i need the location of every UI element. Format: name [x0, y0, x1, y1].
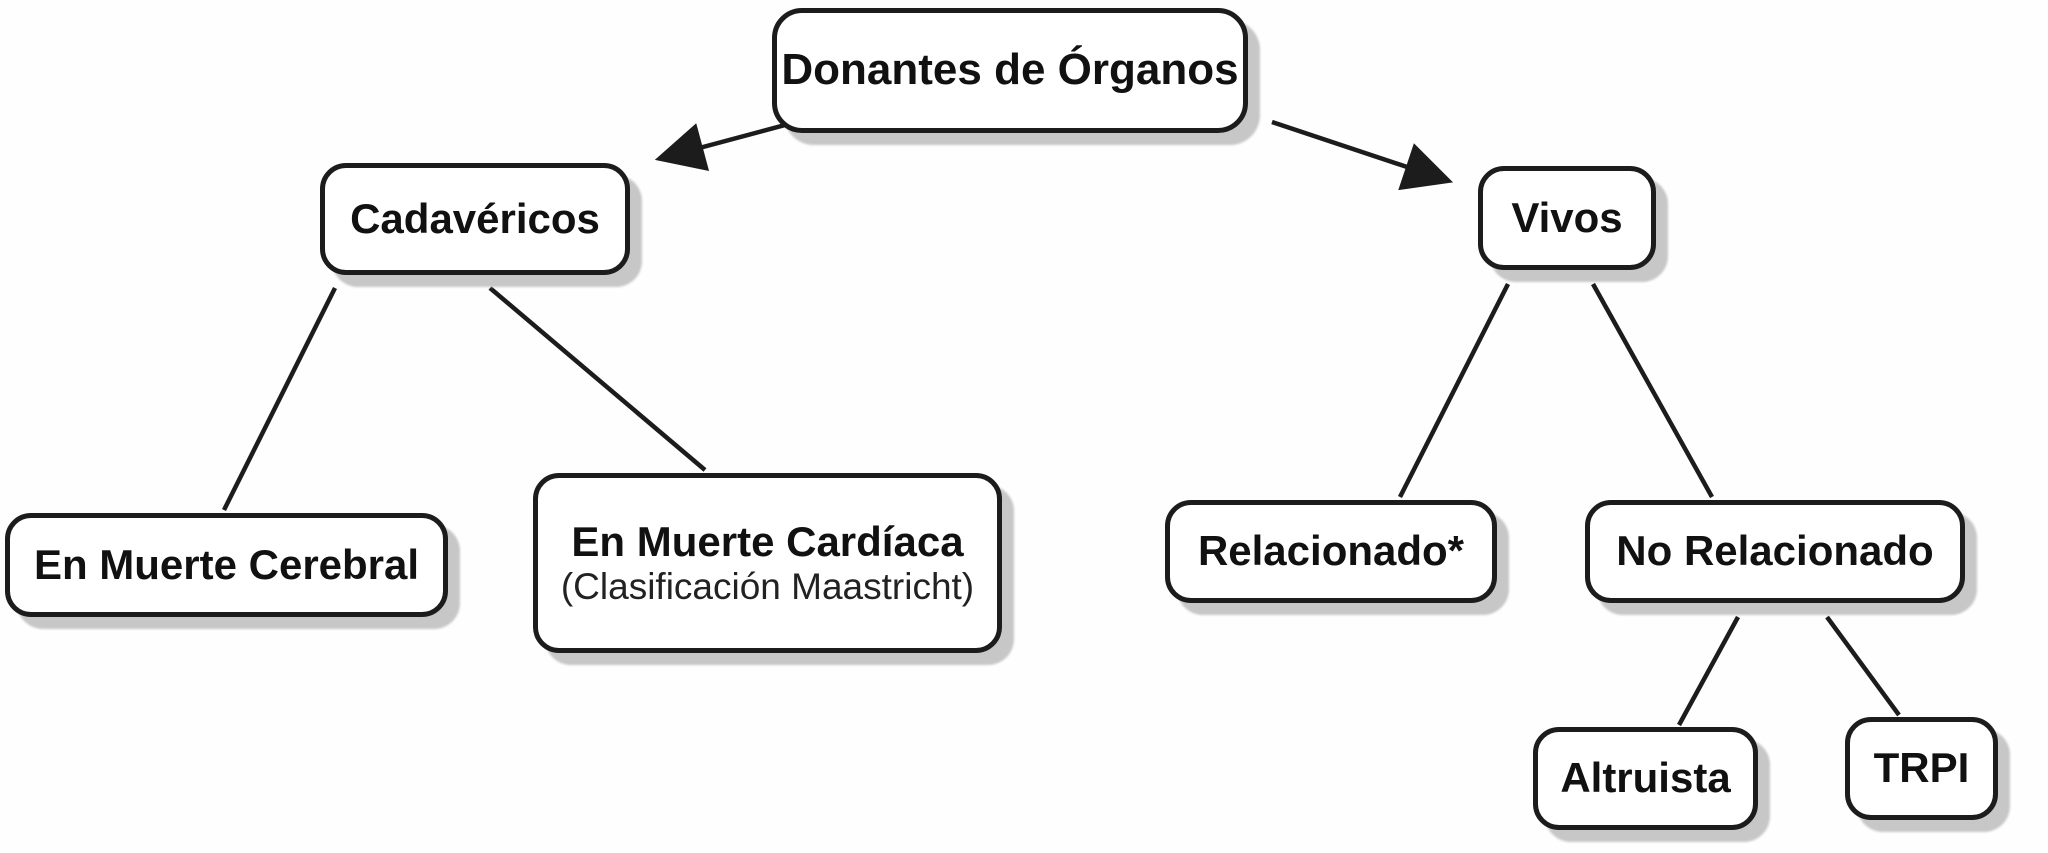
- node-label: No Relacionado: [1616, 527, 1934, 575]
- edge-vivos-no-relacionado: [1591, 282, 1714, 499]
- node-relacionado: Relacionado*: [1165, 500, 1497, 603]
- node-label: En Muerte Cardíaca: [571, 517, 964, 565]
- edge-root-vivos: [1271, 119, 1454, 191]
- node-label: TRPI: [1873, 744, 1970, 792]
- edge-no-relacionado-trpi: [1825, 615, 1901, 717]
- edge-cadavericos-muerte-cardiaca: [488, 286, 707, 472]
- edge-no-relacionado-altruista: [1677, 615, 1740, 727]
- node-label: Vivos: [1511, 193, 1623, 241]
- node-trpi: TRPI: [1845, 717, 1998, 820]
- node-label: Altruista: [1560, 754, 1731, 802]
- node-label: En Muerte Cerebral: [33, 540, 420, 588]
- node-donantes-de-organos: Donantes de Órganos: [772, 8, 1248, 133]
- node-cadavericos: Cadavéricos: [320, 163, 630, 275]
- edge-vivos-relacionado: [1397, 282, 1511, 499]
- node-vivos: Vivos: [1478, 166, 1656, 270]
- node-en-muerte-cerebral: En Muerte Cerebral: [5, 513, 448, 617]
- node-label: Cadavéricos: [350, 194, 600, 242]
- node-altruista: Altruista: [1533, 727, 1758, 830]
- node-label: Donantes de Órganos: [781, 45, 1239, 95]
- node-en-muerte-cardiaca: En Muerte Cardíaca (Clasificación Maastr…: [533, 473, 1002, 653]
- edge-root-cadavericos: [654, 118, 801, 172]
- node-sublabel: (Clasificación Maastricht): [560, 565, 975, 607]
- node-label: Relacionado*: [1197, 527, 1465, 575]
- node-no-relacionado: No Relacionado: [1585, 500, 1965, 603]
- edge-cadavericos-muerte-cerebral: [221, 286, 338, 512]
